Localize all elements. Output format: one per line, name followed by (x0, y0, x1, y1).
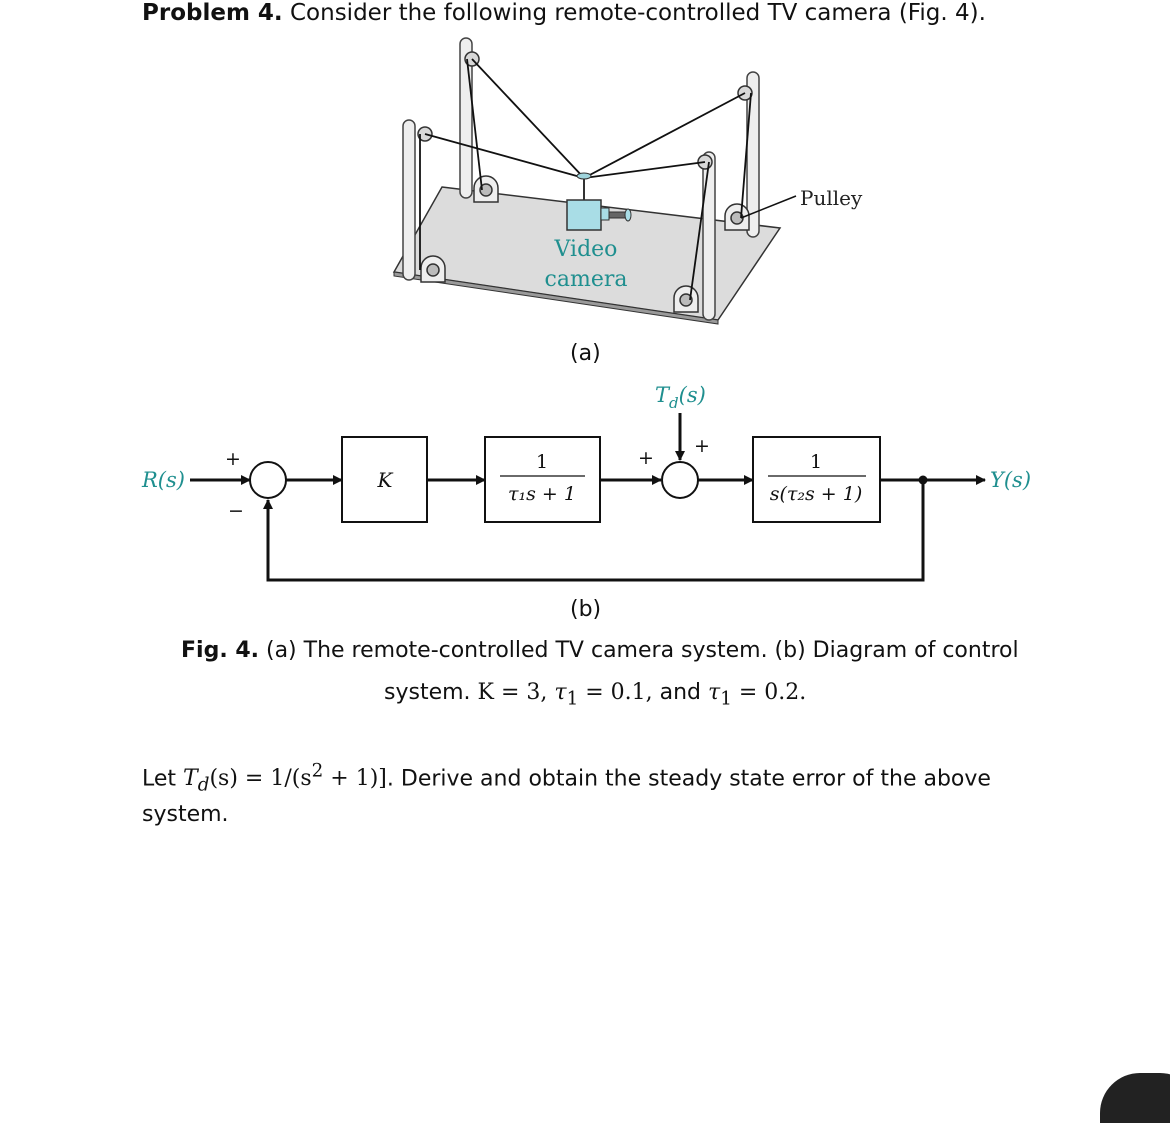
block1-denominator: τ₁s + 1 (508, 483, 576, 505)
corner-widget[interactable] (1100, 1073, 1170, 1123)
problem-text: Consider the following remote-controlled… (282, 0, 986, 26)
panel-label-b: (b) (570, 597, 602, 622)
caption-text: (a) The remote-controlled TV camera syst… (259, 638, 1019, 663)
gain-label: K (377, 468, 394, 492)
camera-rig-illustration: Pulley Video camera (392, 37, 863, 325)
output-label: Y(s) (990, 468, 1031, 492)
summing-junction-1 (249, 461, 287, 499)
question-text-line2: system. (142, 802, 229, 827)
caption-text-2: system. (384, 680, 478, 705)
caption-math-val1: = 0.1, (578, 680, 653, 705)
caption-math-sub1: 1 (566, 688, 579, 710)
caption-math-tau2: τ (708, 680, 721, 705)
figure-caption-line2: system. K = 3, τ1 = 0.1, and τ1 = 0.2. (384, 680, 806, 709)
actuator-block (484, 436, 601, 523)
video-camera-icon (566, 172, 632, 231)
question-let: Let (142, 766, 184, 792)
caption-math-tau1: τ (554, 680, 567, 705)
camera-label-line2: camera (545, 267, 628, 292)
base-pulley-icon (473, 175, 499, 203)
block1-numerator: 1 (536, 451, 548, 473)
base-pulley-icon (673, 285, 699, 313)
question-eq-end: + 1)] (323, 766, 387, 792)
sum2-plus-top: + (694, 435, 710, 457)
question-td-sub: d (197, 774, 210, 796)
caption-math-val2: = 0.2. (731, 680, 807, 705)
question-sup: 2 (311, 761, 324, 782)
sum2-plus-left: + (638, 447, 654, 469)
caption-math-sub2: 1 (720, 688, 732, 710)
pulley-label: Pulley (800, 186, 863, 210)
sum1-plus-sign: + (225, 448, 241, 470)
question-eq-mid: (s) = 1/(s (209, 766, 312, 792)
post-front-right (702, 151, 716, 321)
problem-heading: Problem 4. Consider the following remote… (142, 0, 986, 26)
question-text-line1: Let Td(s) = 1/(s2 + 1)]. Derive and obta… (142, 761, 991, 796)
question-rest: . Derive and obtain the steady state err… (386, 766, 991, 792)
pulley-leader-line (740, 195, 797, 219)
input-label: R(s) (141, 468, 185, 492)
plant-block (752, 436, 881, 523)
platform-edge (393, 271, 719, 325)
question-td: T (183, 766, 198, 792)
panel-label-a: (a) (570, 341, 601, 366)
problem-label: Problem 4. (142, 0, 283, 26)
figure-caption-line1: Fig. 4. (a) The remote-controlled TV cam… (181, 638, 1019, 663)
caption-and: and (652, 680, 709, 705)
gain-block (341, 436, 428, 523)
disturbance-label: Td(s) (655, 383, 706, 412)
block2-denominator: s(τ₂s + 1) (770, 483, 863, 505)
caption-math-k: K = 3, (477, 680, 548, 705)
camera-label-line1: Video (554, 237, 618, 262)
summing-junction-2 (661, 461, 699, 499)
takeoff-point (918, 475, 928, 485)
block2-numerator: 1 (810, 451, 822, 473)
block-diagram: K 1 τ₁s + 1 1 s(τ₂s + 1) + − + + R(s) Y(… (141, 383, 1031, 582)
sum1-minus-sign: − (228, 500, 244, 522)
post-front-left (402, 119, 416, 281)
feedback-path (263, 480, 925, 582)
base-pulley-icon (420, 255, 446, 283)
caption-label: Fig. 4. (181, 638, 259, 663)
